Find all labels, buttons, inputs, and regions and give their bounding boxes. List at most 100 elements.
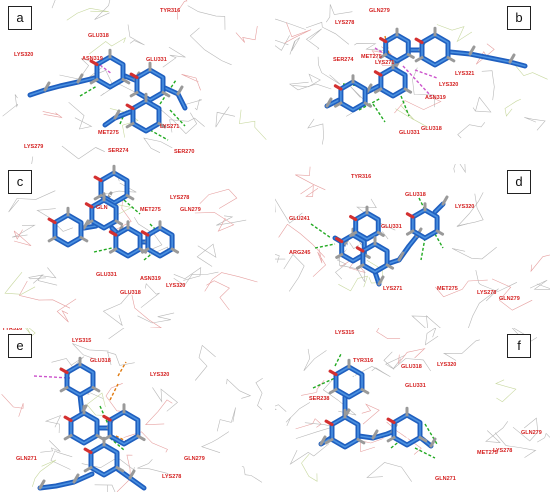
- protein-bond: [1, 393, 24, 417]
- oxygen-atom: [125, 103, 135, 111]
- protein-bond: [226, 378, 252, 399]
- protein-bond: [162, 46, 186, 68]
- protein-bond: [295, 418, 322, 430]
- protein-bond: [177, 0, 188, 20]
- ligand-ring-highlight: [335, 366, 363, 398]
- protein-bond: [102, 291, 132, 327]
- hydrogen-bond: [109, 437, 125, 451]
- protein-bond: [346, 86, 366, 117]
- protein-bond: [322, 378, 357, 416]
- hydrogen-atom: [333, 101, 343, 108]
- residue-label: GLU318: [90, 358, 111, 364]
- protein-bond: [435, 279, 488, 298]
- hydrogen-atom: [129, 91, 139, 98]
- residue-label: LYS278: [335, 20, 354, 26]
- hydrogen-atom: [128, 469, 136, 480]
- residue-label: GLU318: [405, 192, 426, 198]
- residue-label: LYS271: [375, 60, 394, 66]
- hydrogen-atom: [446, 56, 456, 63]
- hydrogen-bond: [372, 103, 386, 123]
- protein-bond: [275, 35, 290, 51]
- protein-bond: [504, 98, 522, 117]
- hydrogen-atom: [63, 434, 73, 441]
- oxygen-atom: [84, 202, 94, 209]
- protein-bond: [481, 70, 495, 101]
- protein-bond: [94, 0, 111, 20]
- aromatic-ring-marker: [340, 373, 358, 391]
- hydrogen-atom: [405, 229, 415, 236]
- protein-bond: [116, 454, 133, 492]
- hydrogen-atom: [125, 122, 135, 129]
- hydrogen-atom: [418, 436, 428, 443]
- protein-bond: [25, 328, 36, 341]
- hydrogen-bond: [334, 353, 342, 367]
- protein-bond: [468, 288, 499, 328]
- residue-label: TYR316: [351, 174, 371, 180]
- hydrogen-atom: [59, 386, 69, 393]
- oxygen-atom: [405, 212, 415, 219]
- protein-bond: [42, 111, 63, 118]
- protein-bond: [529, 279, 550, 290]
- panel-letter-e: e: [8, 334, 32, 358]
- residue-label: MET275: [361, 54, 382, 60]
- protein-bond: [194, 344, 216, 381]
- protein-bond: [8, 190, 56, 213]
- residue-label: SER274: [333, 57, 354, 63]
- protein-bond: [456, 192, 484, 228]
- protein-bond: [411, 315, 441, 328]
- ligand-bond: [37, 471, 95, 491]
- protein-bond: [366, 259, 383, 284]
- protein-bond: [40, 440, 61, 453]
- hydrogen-atom: [328, 388, 338, 395]
- hydrogen-atom: [441, 195, 449, 206]
- protein-bond: [61, 145, 105, 160]
- residue-label: MET275: [477, 450, 498, 456]
- protein-bond: [366, 462, 412, 482]
- protein-bond: [301, 380, 325, 396]
- hydrogen-bond: [123, 199, 141, 215]
- oxygen-atom: [108, 230, 118, 237]
- residue-label: SER238: [309, 396, 330, 402]
- protein-bond: [37, 267, 58, 286]
- ligand-ring-highlight: [412, 209, 438, 239]
- ligand-ring-highlight: [132, 100, 160, 132]
- hydrogen-bond: [420, 237, 426, 261]
- hydrogen-atom: [365, 83, 373, 94]
- protein-bond: [472, 96, 492, 113]
- protein-bond: [152, 387, 178, 412]
- protein-bond: [494, 432, 537, 458]
- hydrogen-atom: [95, 434, 105, 441]
- protein-bond: [352, 366, 391, 378]
- hydrogen-atom: [38, 479, 46, 490]
- hydrogen-bond: [314, 243, 336, 249]
- residue-label: GLU241: [289, 216, 310, 222]
- ligand-ring-highlight: [136, 69, 164, 101]
- residue-label: GLN279: [521, 430, 542, 436]
- hydrogen-atom: [435, 229, 445, 236]
- residue-label: LYS320: [166, 283, 185, 289]
- protein-bond: [338, 275, 368, 292]
- residue-label: LYS271: [383, 286, 402, 292]
- protein-bond: [383, 351, 406, 370]
- protein-bond: [317, 56, 341, 85]
- hydrogen-atom: [429, 437, 437, 448]
- hydrogen-atom: [379, 53, 388, 59]
- hydrogen-atom: [386, 436, 396, 443]
- electrostatic-interaction: [117, 361, 127, 377]
- hydrogen-atom: [468, 45, 476, 56]
- ligand-ring-highlight: [362, 243, 388, 273]
- hydrogen-atom: [72, 473, 80, 484]
- protein-bond: [173, 266, 202, 281]
- protein-bond: [44, 414, 62, 434]
- protein-bond: [127, 24, 145, 46]
- protein-bond: [88, 37, 127, 55]
- protein-bond: [305, 28, 322, 50]
- residue-label: GLN271: [435, 476, 456, 482]
- protein-bond: [105, 383, 125, 412]
- protein-bond: [235, 26, 258, 43]
- protein-bond: [325, 4, 353, 23]
- protein-bond: [155, 105, 198, 135]
- protein-bond: [300, 184, 319, 197]
